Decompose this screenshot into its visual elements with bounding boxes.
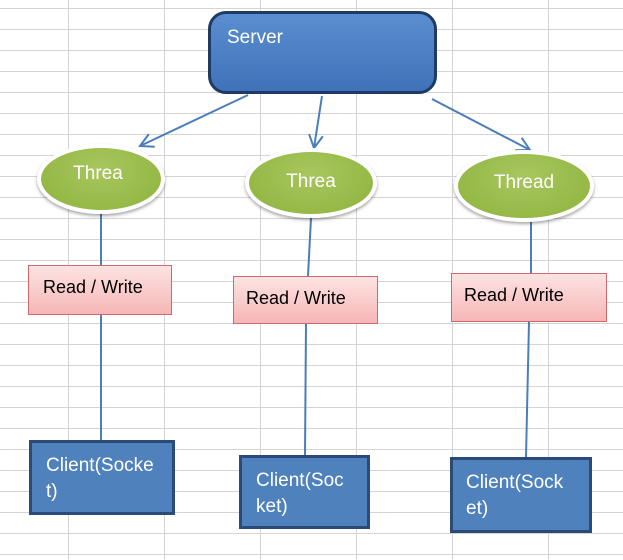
read-write-node-3: Read / Write	[451, 273, 607, 322]
thread-node-1: Threa	[37, 144, 165, 214]
read-write-label: Read / Write	[464, 285, 564, 305]
thread-node-2: Threa	[245, 148, 377, 218]
client-label-line-1: Client(Soc	[256, 470, 344, 491]
line-rw-3-to-client-3	[525, 321, 530, 458]
thread-label: Threa	[73, 163, 123, 184]
thread-node-3: Thread	[454, 150, 594, 222]
client-label-line-2: t)	[46, 481, 58, 502]
arrow-server-to-thread-2	[314, 95, 322, 148]
client-node-1: Client(Socke t)	[29, 440, 175, 515]
line-rw-2-to-client-2	[304, 323, 307, 456]
arrow-server-to-thread-3	[431, 98, 530, 150]
client-label-line-1: Client(Socke	[46, 455, 154, 476]
client-node-3: Client(Sock et)	[450, 457, 592, 533]
arrow-server-to-thread-1	[140, 94, 249, 146]
thread-label: Thread	[493, 172, 555, 193]
read-write-label: Read / Write	[43, 277, 143, 297]
read-write-label: Read / Write	[246, 288, 346, 308]
client-label-line-1: Client(Sock	[466, 472, 564, 493]
server-label: Server	[227, 27, 283, 48]
client-node-2: Client(Soc ket)	[239, 455, 370, 529]
server-node: Server	[208, 11, 437, 94]
client-label-line-2: ket)	[256, 496, 288, 517]
line-thread-2-to-rw-2	[307, 217, 312, 277]
thread-label: Threa	[286, 171, 336, 192]
read-write-node-2: Read / Write	[233, 276, 378, 324]
client-label-line-2: et)	[466, 498, 489, 519]
read-write-node-1: Read / Write	[28, 265, 172, 315]
